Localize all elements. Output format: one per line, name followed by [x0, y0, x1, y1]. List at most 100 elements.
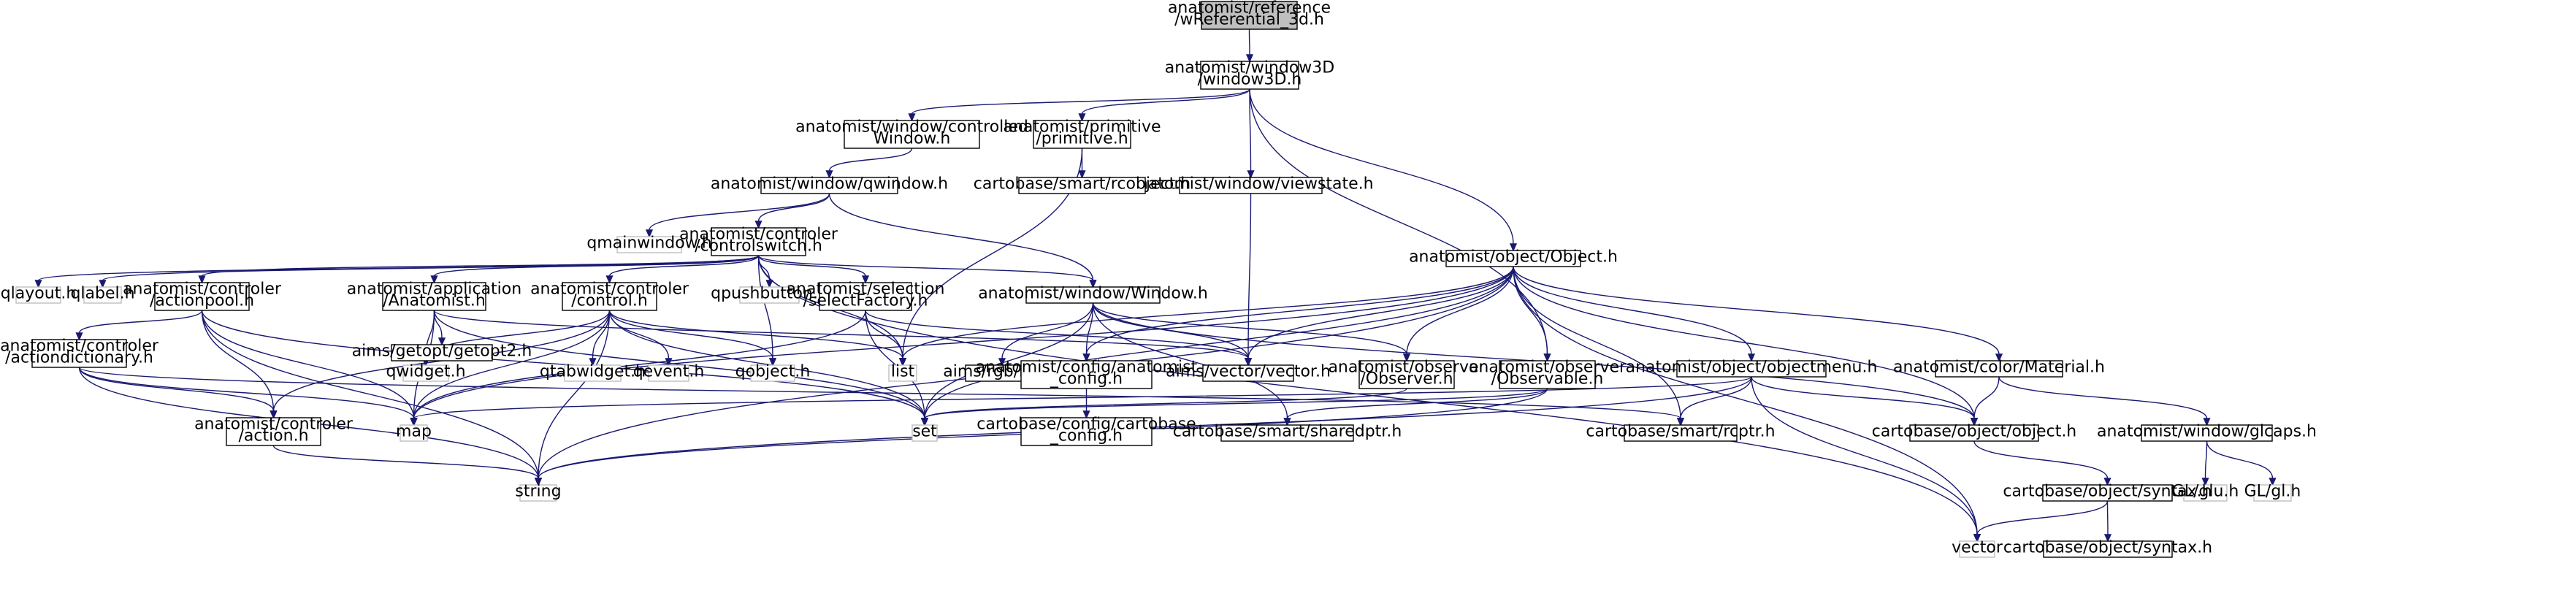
node-label-line: anatomist/controler	[530, 280, 689, 299]
node-primitive[interactable]: anatomist/primitive/primitive.h	[1004, 118, 1161, 149]
edge-arrowhead	[437, 337, 446, 346]
node-sharedptr[interactable]: cartobase/smart/sharedptr.h	[1173, 423, 1402, 442]
edge-line	[757, 255, 866, 277]
node-label-line: anatomist/controler	[679, 226, 838, 244]
node-actionh[interactable]: anatomist/controler/action.h	[194, 416, 353, 446]
node-set: set	[911, 423, 938, 442]
edge-qwindow-to-qmainwindow	[645, 193, 830, 238]
node-syntax2[interactable]: cartobase/object/syntax.h	[2003, 539, 2212, 558]
edge-line	[201, 255, 760, 277]
edge-line	[924, 266, 1514, 419]
node-label-line: /Observable.h	[1491, 370, 1604, 389]
edge-window3d-to-observableh	[1249, 88, 1551, 362]
node-label-line: anatomist/window/controlled	[795, 118, 1028, 137]
node-rcobject[interactable]: cartobase/smart/rcobject.h	[974, 175, 1190, 194]
node-windowh[interactable]: anatomist/window/Window.h	[978, 285, 1208, 304]
node-label-line: qobject.h	[735, 363, 811, 381]
edge-material-to-glcaps	[1998, 376, 2211, 426]
edge-arrowhead	[2103, 534, 2112, 543]
node-window3d[interactable]: anatomist/window3D/window3D.h	[1165, 59, 1334, 90]
node-objectobject[interactable]: cartobase/object/object.h	[1872, 423, 2077, 442]
node-qwindow[interactable]: anatomist/window/qwindow.h	[711, 175, 948, 194]
node-box	[739, 286, 800, 304]
edge-syntax1-to-vector	[1973, 500, 2109, 543]
edge-objecth-to-material	[1513, 266, 2003, 362]
node-cartoconfig[interactable]: cartobase/config/cartobase_config.h	[976, 416, 1196, 446]
node-label-line: anatomist/controler	[0, 337, 159, 356]
edge-line	[78, 367, 1681, 419]
node-box	[2183, 484, 2228, 502]
edge-line	[201, 310, 275, 412]
edge-line	[2106, 500, 2109, 535]
edge-arrowhead	[1089, 280, 1097, 288]
node-label-line: anatomist/window/Window.h	[978, 285, 1208, 303]
node-anatomisth[interactable]: anatomist/application/Anatomist.h	[347, 280, 521, 311]
node-label-line: anatomist/selection	[787, 280, 945, 299]
node-qpushbutton: qpushbutton.h	[711, 285, 828, 304]
edge-arrowhead	[1078, 113, 1086, 122]
node-root[interactable]: anatomist/reference/wReferential_3d.h	[1168, 0, 1331, 30]
edge-arrowhead	[765, 280, 773, 288]
node-label-line: cartobase/object/syntax.h	[2003, 483, 2212, 501]
edge-arrowhead	[1995, 353, 2003, 362]
node-actionpool[interactable]: anatomist/controler/actionpool.h	[123, 280, 282, 311]
node-observableh[interactable]: anatomist/observer/Observable.h	[1469, 359, 1627, 389]
node-getopt2[interactable]: aims/getopt/getopt2.h	[352, 343, 532, 361]
node-box	[226, 417, 321, 446]
node-objecth[interactable]: anatomist/object/Object.h	[1409, 248, 1618, 267]
edge-line	[2206, 440, 2274, 479]
edge-qwindow-to-controlswitch	[754, 193, 830, 229]
edge-observableh-to-set	[920, 388, 1548, 426]
edge-line	[78, 367, 415, 419]
node-objectmenu[interactable]: anatomist/object/objectmenu.h	[1626, 359, 1878, 378]
node-label-line: aims/getopt/getopt2.h	[352, 343, 532, 361]
node-rcptr[interactable]: cartobase/smart/rcptr.h	[1586, 423, 1776, 442]
node-label-line: set	[912, 423, 937, 441]
edge-line	[1973, 440, 2109, 479]
node-label-line: vector	[1952, 539, 2003, 557]
node-label-line: cartobase/smart/rcptr.h	[1586, 423, 1775, 441]
node-label-line: GL/gl.h	[2244, 483, 2301, 501]
node-label-line: anatomist/controler	[194, 416, 353, 434]
edge-line	[1081, 88, 1250, 115]
node-box	[1358, 360, 1455, 389]
node-box	[1676, 360, 1827, 378]
node-viewstate[interactable]: anatomist/window/viewstate.h	[1128, 175, 1374, 194]
edge-glcaps-to-gl	[2206, 440, 2277, 486]
edge-line	[1513, 266, 1752, 355]
node-box	[648, 364, 689, 382]
edge-arrowhead	[1973, 534, 1981, 543]
node-label-line: qpushbutton.h	[711, 285, 828, 303]
node-box	[564, 364, 622, 382]
edge-actionh-to-string	[272, 445, 543, 486]
node-label-line: list	[891, 363, 915, 381]
node-actiondictionary[interactable]: anatomist/controler/actiondictionary.h	[0, 337, 159, 368]
node-box	[760, 177, 898, 194]
node-anaconfig[interactable]: anatomist/config/anatomist_config.h	[976, 359, 1198, 389]
node-box	[888, 364, 917, 382]
node-box	[711, 227, 806, 256]
node-box	[1179, 177, 1323, 194]
node-box	[2043, 540, 2173, 558]
node-selectfactory[interactable]: anatomist/selection/selectFactory.h	[787, 280, 945, 311]
edge-line	[413, 266, 1514, 419]
edge-line	[1092, 302, 1288, 419]
edge-line	[1249, 88, 1514, 245]
edge-anaconfig-to-cartoconfig	[1082, 389, 1090, 419]
node-vector: vector	[1952, 539, 2003, 558]
node-material[interactable]: anatomist/color/Material.h	[1893, 359, 2105, 378]
node-label-line: cartobase/smart/sharedptr.h	[1173, 423, 1402, 441]
edge-objecth-to-objectmenu	[1513, 266, 1756, 362]
edge-objectmenu-to-objectobject	[1751, 376, 1979, 426]
node-vectorh[interactable]: aims/vector/vector.h	[1166, 363, 1331, 382]
edge-line	[413, 376, 1752, 419]
edge-arrowhead	[1078, 170, 1086, 179]
node-box	[2141, 424, 2273, 442]
node-qmainwindow: qmainwindow.h	[586, 234, 712, 253]
node-glcaps[interactable]: anatomist/window/glcaps.h	[2097, 423, 2317, 442]
node-observerh[interactable]: anatomist/observer/Observer.h	[1328, 359, 1486, 389]
node-controlswitch[interactable]: anatomist/controler/controlswitch.h	[679, 226, 838, 256]
node-syntax1[interactable]: cartobase/object/syntax.h	[2003, 483, 2212, 502]
node-controlh[interactable]: anatomist/controler/control.h	[530, 280, 689, 311]
